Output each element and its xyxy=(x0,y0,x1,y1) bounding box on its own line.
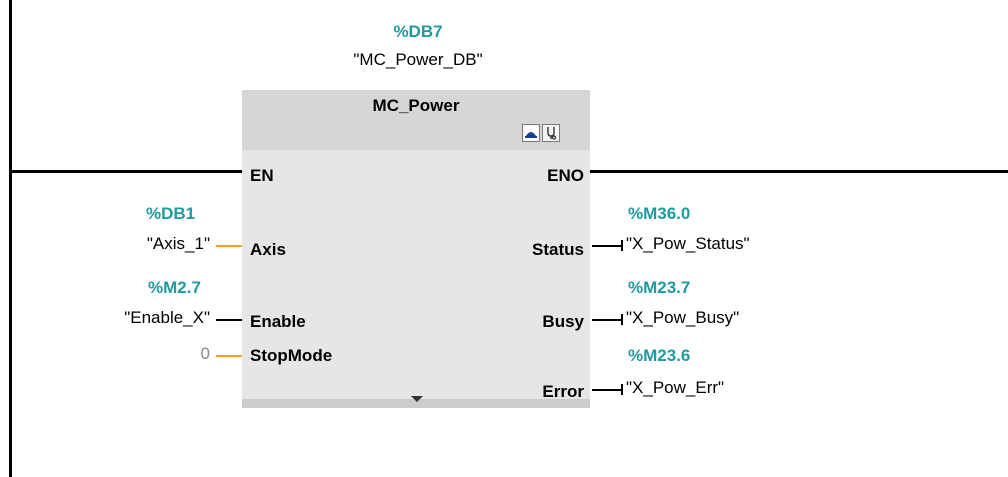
axis-wire xyxy=(216,245,242,247)
axis-operand-address[interactable]: %DB1 xyxy=(146,204,196,223)
status-operand-address[interactable]: %M36.0 xyxy=(628,204,691,223)
pin-eno[interactable]: ENO xyxy=(547,166,584,185)
pin-enable[interactable]: Enable xyxy=(250,312,306,331)
pin-stopmode[interactable]: StopMode xyxy=(250,346,333,365)
busy-wire xyxy=(592,319,622,321)
status-coil-tick xyxy=(621,240,623,251)
busy-coil-tick xyxy=(621,314,623,325)
block-footer xyxy=(242,399,590,408)
stopmode-wire xyxy=(216,355,242,357)
enable-wire xyxy=(216,319,242,321)
status-operand-name[interactable]: "X_Pow_Status" xyxy=(626,234,750,253)
error-coil-tick xyxy=(621,384,623,395)
stopmode-operand-value[interactable]: 0 xyxy=(200,344,210,363)
instance-db-address[interactable]: %DB7 xyxy=(393,22,443,41)
pin-status[interactable]: Status xyxy=(532,240,584,259)
block-header: MC_Power xyxy=(242,90,590,150)
mc-power-block[interactable]: MC_Power EN Axis Enable StopMode ENO Sta… xyxy=(242,90,590,408)
status-wire xyxy=(592,245,622,247)
diagnostics-icon[interactable] xyxy=(542,124,560,142)
pin-axis[interactable]: Axis xyxy=(250,240,286,259)
enable-operand-address[interactable]: %M2.7 xyxy=(148,278,201,297)
enable-operand-name[interactable]: "Enable_X" xyxy=(124,308,210,327)
pin-en[interactable]: EN xyxy=(250,166,274,185)
error-operand-address[interactable]: %M23.6 xyxy=(628,346,691,365)
instance-db-icon[interactable] xyxy=(522,124,540,142)
rung-line-in xyxy=(12,170,242,173)
block-title: MC_Power xyxy=(372,96,460,115)
error-wire xyxy=(592,389,622,391)
busy-operand-address[interactable]: %M23.7 xyxy=(628,278,691,297)
rung-line-out xyxy=(590,170,1008,173)
busy-operand-name[interactable]: "X_Pow_Busy" xyxy=(626,308,740,327)
pin-error[interactable]: Error xyxy=(542,382,584,401)
expand-pins-icon[interactable] xyxy=(410,390,424,408)
axis-operand-name[interactable]: "Axis_1" xyxy=(146,234,210,253)
pin-busy[interactable]: Busy xyxy=(542,312,584,331)
instance-db-name[interactable]: "MC_Power_DB" xyxy=(353,50,483,69)
left-power-rail xyxy=(9,0,12,477)
error-operand-name[interactable]: "X_Pow_Err" xyxy=(626,378,725,397)
